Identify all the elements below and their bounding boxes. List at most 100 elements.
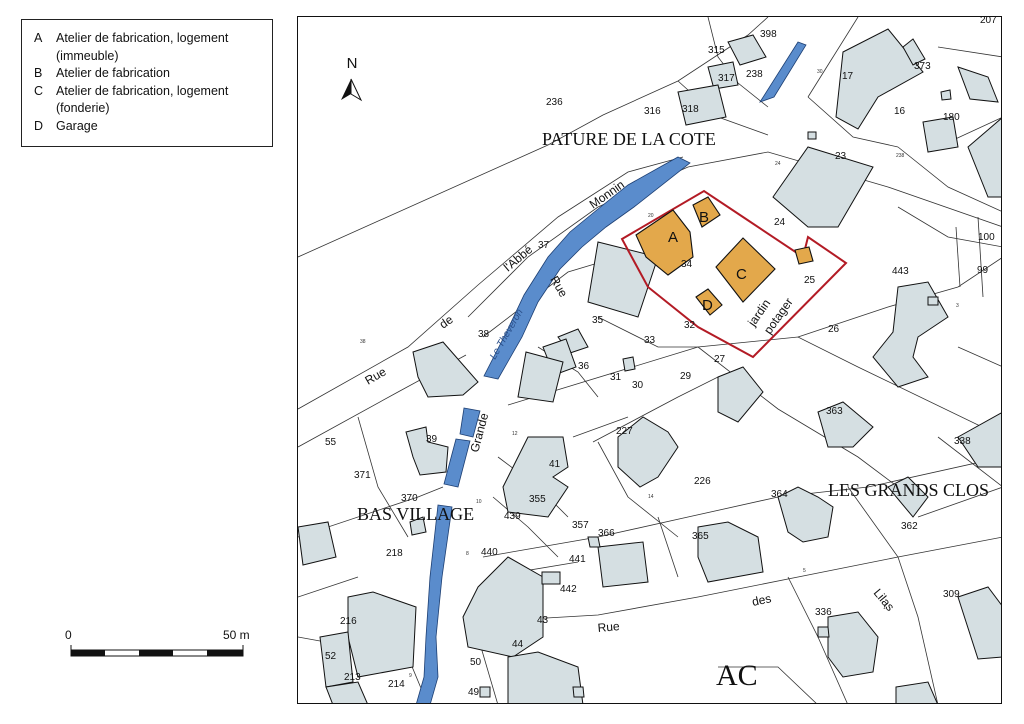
street-de: de [437,312,456,331]
parcel-number: 443 [892,266,909,277]
parcel-number: 441 [569,554,586,565]
parcel-number: 371 [354,470,371,481]
parcel-number: 37 [538,240,550,251]
svg-text:3: 3 [956,303,959,309]
parcel-number: 33 [644,335,656,346]
parcel-number: 36 [578,361,590,372]
street-monnin: Monnin [587,177,627,211]
legend-text: Garage [56,118,98,133]
parcel-number: 41 [549,459,561,470]
place-les-grands-clos: LES GRANDS CLOS [828,480,989,500]
parcel-numbers: 207 398 315 317 238 17 373 236 316 318 1… [325,17,997,698]
legend-item-d: D Garage [34,118,264,136]
parcel-number: 318 [682,104,699,115]
parcel-number: 440 [481,547,498,558]
parcel-number: 100 [978,232,995,243]
parcel-number: 49 [468,687,480,698]
parcel-number: 238 [746,69,763,80]
map-legend: A Atelier de fabrication, logement (imme… [21,19,273,147]
parcel-number: 34 [681,259,693,270]
map-canvas: 30 24 20 238 3 12 10 8 14 38 1 5 9 [298,17,1001,703]
building-d-label: D [702,297,713,314]
parcel-number: 218 [386,548,403,559]
legend-text: Atelier de fabrication, logement (fonder… [56,83,229,116]
parcel-number: 357 [572,520,589,531]
parcel-number: 31 [610,372,622,383]
legend-key: A [34,31,43,45]
svg-text:9: 9 [409,673,412,679]
svg-text:24: 24 [775,161,781,167]
place-pature-de-la-cote: PATURE DE LA COTE [542,129,716,149]
legend-text: Atelier de fabrication, logement (immeub… [56,31,229,63]
parcel-number: 23 [835,151,847,162]
parcel-number: 364 [771,489,788,500]
north-label: N [347,55,358,72]
parcel-number: 442 [560,584,577,595]
parcel-number: 26 [828,324,840,335]
legend-text: Atelier de fabrication [56,66,170,80]
scale-bar-graphic [70,645,244,657]
parcel-number: 373 [914,61,931,72]
parcel-number: 16 [894,106,906,117]
parcel-number: 227 [616,426,633,437]
parcel-number: 52 [325,651,337,662]
svg-text:30: 30 [817,69,823,75]
parcel-number: 366 [598,528,615,539]
parcel-number: 338 [954,436,971,447]
map-labels: N PATURE DE LA COTE LES GRANDS CLOS BAS … [325,17,997,698]
svg-text:38: 38 [360,339,366,345]
legend-item-c: C Atelier de fabrication, logement (fond… [34,83,264,118]
parcel-number: 216 [340,616,357,627]
svg-text:8: 8 [466,551,469,557]
scale-bar: 0 50 m [60,628,260,668]
street-rue: Rue [363,364,389,387]
svg-text:12: 12 [512,431,518,437]
parcel-number: 17 [842,71,854,82]
legend-item-a: A Atelier de fabrication, logement (imme… [34,30,264,65]
building-a-label: A [668,229,678,246]
legend-key: D [34,118,44,133]
parcel-number: 316 [644,106,661,117]
parcel-number: 180 [943,112,960,123]
north-arrow-icon [341,78,363,102]
parcel-number: 30 [632,380,644,391]
river-theveron [416,41,807,703]
svg-text:20: 20 [648,213,654,219]
street-rue-bottom: Rue [597,619,620,635]
legend-key: C [34,83,44,98]
parcel-number: 317 [718,73,735,84]
parcel-number: 213 [344,672,361,683]
parcel-number: 39 [426,434,438,445]
scale-end-label: 50 m [223,628,250,642]
parcel-number: 355 [529,494,546,505]
parcel-number: 336 [815,607,832,618]
svg-text:10: 10 [476,499,482,505]
parcel-number: 214 [388,679,405,690]
parcel-number: 398 [760,29,777,40]
parcel-number: 362 [901,521,918,532]
place-bas-village: BAS VILLAGE [357,504,474,524]
parcel-number: 309 [943,589,960,600]
svg-text:1: 1 [883,605,886,611]
scale-start-label: 0 [65,628,72,642]
parcel-number: 32 [684,320,696,331]
legend-item-b: B Atelier de fabrication [34,65,264,83]
parcel-number: 363 [826,406,843,417]
parcel-number: 365 [692,531,709,542]
parcel-number: 24 [774,217,786,228]
svg-text:14: 14 [648,494,654,500]
minor-annotations: 30 24 20 238 3 12 10 8 14 38 1 5 9 [360,69,959,679]
parcel-number: 25 [804,275,816,286]
study-site [620,189,848,359]
parcel-number: 439 [504,511,521,522]
section-label: AC [716,659,758,692]
parcel-number: 55 [325,437,337,448]
building-c-label: C [736,266,747,283]
parcel-number: 50 [470,657,482,668]
parcel-number: 236 [546,97,563,108]
legend-key: B [34,66,43,80]
parcel-number: 207 [980,17,997,26]
cadastral-map[interactable]: 30 24 20 238 3 12 10 8 14 38 1 5 9 N PAT… [297,16,1002,704]
river-label: Le Theveron [488,307,526,362]
street-grande: Grande [467,411,491,454]
